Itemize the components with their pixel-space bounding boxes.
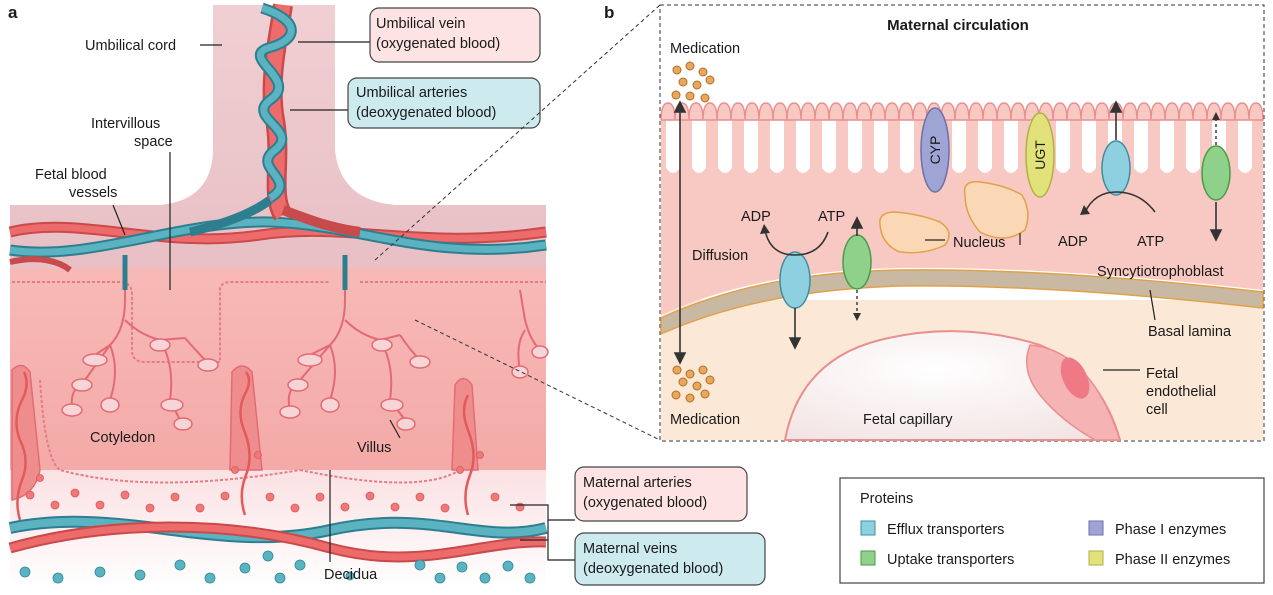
legend-label-phase2: Phase II enzymes (1115, 552, 1230, 568)
label-adp-right: ADP (1058, 234, 1088, 250)
maternal-veins-line-1: Maternal veins (583, 541, 677, 557)
umbilical-vein-line-2: (oxygenated blood) (376, 36, 500, 52)
panel-b-label: b (604, 3, 614, 22)
maternal-arteries-line-1: Maternal arteries (583, 475, 692, 491)
label-medication-bottom: Medication (670, 412, 740, 428)
label-umbilical-cord: Umbilical cord (85, 38, 176, 54)
legend-label-efflux: Efflux transporters (887, 522, 1004, 538)
label-nucleus: Nucleus (953, 235, 1005, 251)
label-intervillous-space-2: space (134, 134, 173, 150)
microvilli (660, 102, 1264, 121)
nucleus-shape-1 (879, 211, 950, 254)
maternal-veins-line-2: (deoxygenated blood) (583, 561, 723, 577)
label-medication-top: Medication (670, 41, 740, 57)
label-atp-left: ATP (818, 209, 845, 225)
label-atp-right: ATP (1137, 234, 1164, 250)
endothelial-nucleus (1060, 357, 1090, 399)
villous-branches (61, 338, 549, 431)
box-umbilical-vein: Umbilical vein (oxygenated blood) (369, 7, 541, 63)
label-fetal-blood-vessels-2: vessels (69, 185, 117, 201)
label-fetal-endothelial-1: Fetal (1146, 366, 1178, 382)
cyp-label: CYP (927, 136, 943, 165)
panel-b-leaders (925, 233, 1156, 371)
uptake-transporter-basal (842, 234, 872, 290)
septa (11, 364, 479, 501)
medication-dots-top (671, 61, 715, 103)
efflux-transporter-basal (779, 251, 811, 309)
panel-a-label: a (8, 3, 18, 22)
legend-label-phase1: Phase I enzymes (1115, 522, 1226, 538)
label-syncytiotrophoblast: Syncytiotrophoblast (1097, 264, 1224, 280)
atp-cycles (764, 191, 1156, 256)
panel-a: a (8, 2, 766, 590)
label-decidua: Decidua (324, 567, 378, 583)
ugt-enzyme: UGT (1025, 112, 1055, 198)
syncytiotrophoblast (661, 120, 1263, 315)
maternal-arteries-line-2: (oxygenated blood) (583, 495, 707, 511)
legend-swatch-phase2 (1088, 550, 1104, 566)
panel-b: b CYP UGT (604, 3, 1265, 442)
umbilical-vessels (188, 2, 361, 237)
label-intervillous-space-1: Intervillous (91, 116, 160, 132)
efflux-transporter-apical (1101, 140, 1131, 196)
legend-swatch-phase1 (1088, 520, 1104, 536)
fetal-chorionic-vessels (8, 216, 547, 290)
atp-cycle-heads (760, 205, 1090, 234)
spiral-arteries (15, 371, 475, 521)
label-fetal-capillary: Fetal capillary (863, 412, 953, 428)
label-diffusion: Diffusion (692, 248, 748, 264)
label-fetal-endothelial-2: endothelial (1146, 384, 1216, 400)
cyp-enzyme: CYP (920, 107, 950, 193)
nucleus-shape-2 (963, 181, 1029, 239)
panel-b-title: Maternal circulation (887, 17, 1029, 34)
maternal-blue-cells (19, 550, 536, 584)
label-basal-lamina: Basal lamina (1148, 324, 1232, 340)
panel-a-leaders (112, 41, 575, 562)
umbilical-arteries-line-2: (deoxygenated blood) (356, 105, 496, 121)
legend-label-uptake: Uptake transporters (887, 552, 1014, 568)
panel-b-dashed-heads (853, 112, 1220, 321)
panel-b-arrows (673, 100, 1223, 365)
cotyledons (12, 281, 546, 484)
box-maternal-veins: Maternal veins (deoxygenated blood) (574, 532, 766, 586)
legend-title: Proteins (860, 491, 913, 507)
umbilical-arteries-line-1: Umbilical arteries (356, 85, 467, 101)
label-fetal-endothelial-3: cell (1146, 402, 1168, 418)
maternal-vessels (8, 515, 548, 563)
umbilical-vein-line-1: Umbilical vein (376, 16, 465, 32)
legend-swatch-uptake (860, 550, 876, 566)
zoom-lines (374, 4, 661, 441)
label-adp-left: ADP (741, 209, 771, 225)
label-fetal-blood-vessels-1: Fetal blood (35, 167, 107, 183)
label-villus: Villus (357, 440, 391, 456)
legend-swatch-efflux (860, 520, 876, 536)
panel-b-dashed-arrows (856, 118, 1217, 315)
ugt-label: UGT (1032, 140, 1048, 170)
uptake-transporter-apical (1201, 145, 1231, 201)
label-cotyledon: Cotyledon (90, 430, 155, 446)
box-maternal-arteries: Maternal arteries (oxygenated blood) (574, 466, 748, 522)
proteins-legend: Proteins Efflux transporters Phase I enz… (839, 477, 1265, 584)
box-umbilical-arteries: Umbilical arteries (deoxygenated blood) (347, 77, 541, 129)
medication-dots-bottom (671, 365, 715, 403)
maternal-red-cells (25, 451, 525, 513)
